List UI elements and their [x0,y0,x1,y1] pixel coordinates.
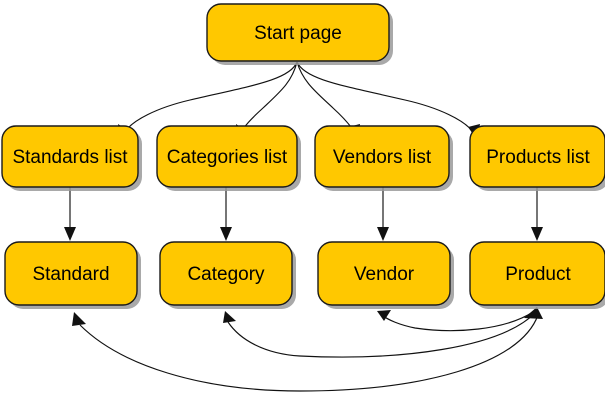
edge-start-to-standards-list [122,61,298,136]
node-label-standards-list: Standards list [12,147,128,168]
node-label-vendors-list: Vendors list [333,147,432,168]
node-start-page[interactable]: Start page [206,3,393,65]
node-product[interactable]: Product [469,241,605,309]
node-label-standard: Standard [32,264,109,285]
node-label-start-page: Start page [254,23,342,44]
arrowhead-standard-bottom [72,312,86,326]
edge-start-to-vendors-list [296,61,357,136]
node-box[interactable] [4,241,138,306]
arrowhead-category-bottom [223,311,236,323]
edge-group-return-arcs [72,307,543,392]
node-box[interactable] [156,125,298,188]
node-box[interactable] [317,241,451,306]
edge-start-to-categories-list [239,61,298,136]
edge-group-vertical [64,187,543,241]
node-box[interactable] [206,3,390,62]
node-label-vendor: Vendor [354,264,415,285]
arrowhead-vendor-bottom [377,310,391,321]
node-box[interactable] [469,125,605,188]
node-standard[interactable]: Standard [4,241,141,309]
node-label-product: Product [505,264,571,285]
node-box[interactable] [469,241,605,306]
arrowhead-standard-top [64,227,76,241]
arrowhead-product-top [531,227,543,241]
node-box[interactable] [159,241,293,306]
node-category[interactable]: Category [159,241,296,309]
node-vendors-list[interactable]: Vendors list [314,125,453,191]
edge-product-to-category-arc [227,312,536,358]
node-vendor[interactable]: Vendor [317,241,454,309]
node-products-list[interactable]: Products list [469,125,605,191]
node-categories-list[interactable]: Categories list [156,125,301,191]
node-box[interactable] [1,125,139,188]
node-standards-list[interactable]: Standards list [1,125,142,191]
arrowhead-category-top [220,227,232,241]
node-box[interactable] [314,125,450,188]
edge-start-to-products-list [296,61,476,136]
arrowhead-vendor-top [377,227,389,241]
node-label-category: Category [187,264,265,285]
node-label-categories-list: Categories list [167,147,288,168]
arrowhead-product-bottom [524,307,543,319]
edge-product-to-vendor-arc [381,311,534,332]
node-label-products-list: Products list [486,147,590,168]
edge-product-to-standard-arc [79,314,539,392]
